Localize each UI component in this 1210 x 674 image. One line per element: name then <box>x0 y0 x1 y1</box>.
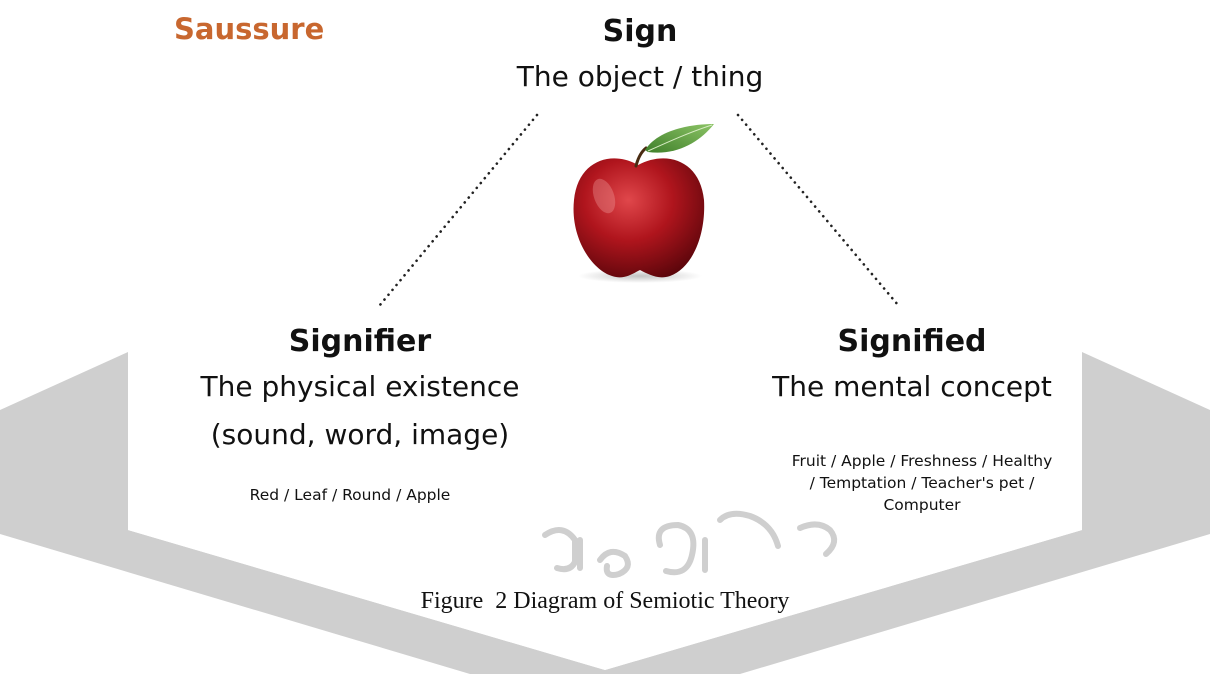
watermark-left-arm <box>0 352 605 674</box>
signified-subtitle: The mental concept <box>772 370 1052 403</box>
signifier-line1: The physical existence <box>200 370 520 403</box>
signified-examples-line2: / Temptation / Teacher's pet / <box>809 474 1035 492</box>
signifier-examples: Red / Leaf / Round / Apple <box>249 486 451 504</box>
figure-caption: Figure 2 Diagram of Semiotic Theory <box>420 588 790 614</box>
signifier-title: Signifier <box>288 324 432 359</box>
watermark-white-cutout <box>128 352 1082 670</box>
apple-icon <box>573 124 714 283</box>
connector-sign-to-signifier <box>378 113 539 307</box>
signified-examples-line3: Computer <box>883 496 961 514</box>
connector-sign-to-signified <box>736 113 900 307</box>
brand-title: Saussure <box>174 12 325 46</box>
signified-title: Signified <box>837 324 987 359</box>
sign-title: Sign <box>602 14 678 49</box>
watermark-lettering <box>542 510 838 578</box>
sign-subtitle: The object / thing <box>516 60 764 93</box>
signifier-line2: (sound, word, image) <box>210 418 510 451</box>
signified-examples-line1: Fruit / Apple / Freshness / Healthy <box>791 452 1053 470</box>
watermark-right-arm <box>605 352 1210 674</box>
